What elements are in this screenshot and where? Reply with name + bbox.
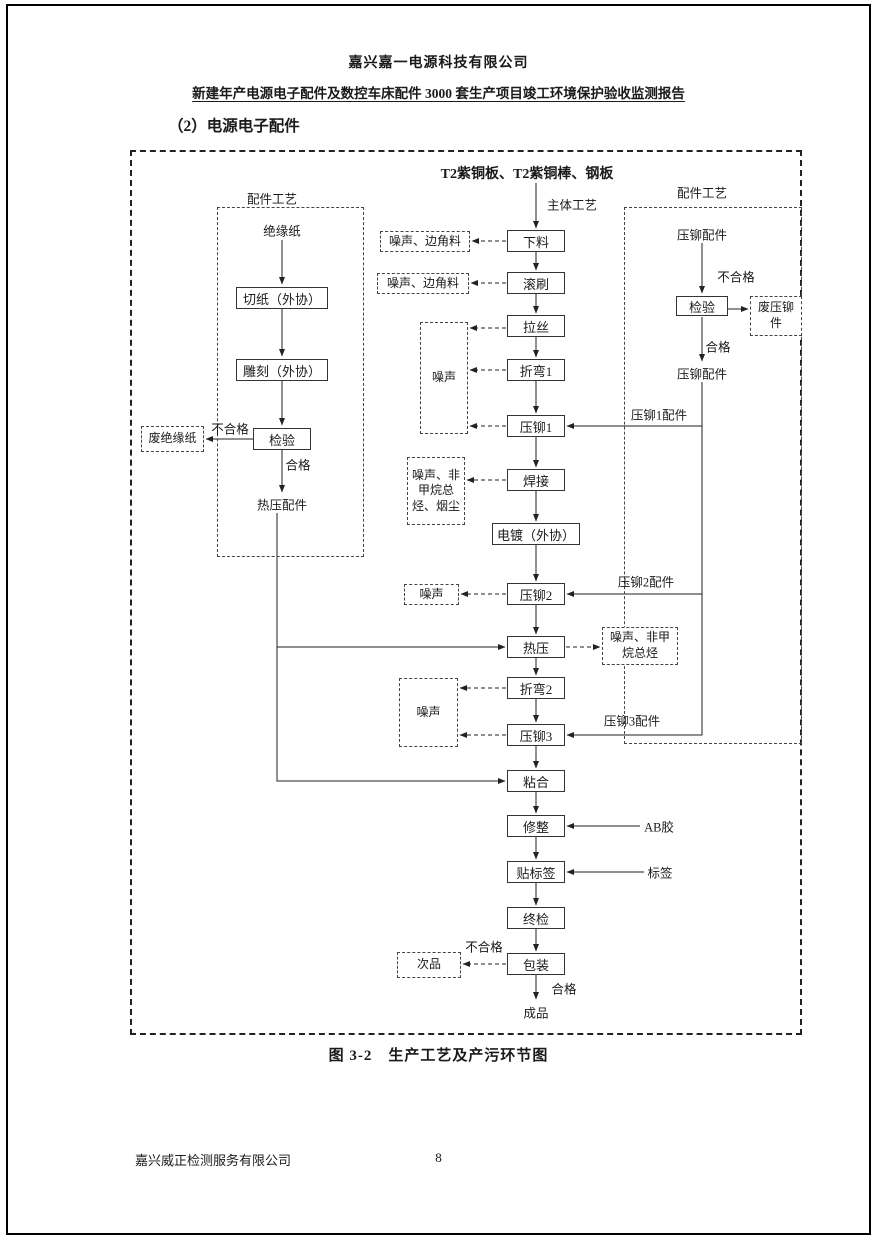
step-engraving-outsourced: 雕刻（外协） bbox=[236, 359, 328, 381]
step-paper-cutting-outsourced: 切纸（外协） bbox=[236, 287, 328, 309]
right-output-label: 压铆配件 bbox=[676, 367, 728, 382]
step-electroplating-outsourced: 电镀（外协） bbox=[492, 523, 580, 545]
rivet-feed-label-1: 压铆1配件 bbox=[630, 408, 688, 423]
connector-lines bbox=[205, 183, 749, 1000]
packaging-pass-label: 合格 bbox=[551, 982, 577, 997]
step-packaging: 包装 bbox=[507, 953, 565, 975]
final-product-label: 成品 bbox=[523, 1006, 549, 1021]
right-fail-label: 不合格 bbox=[717, 270, 755, 285]
ab-glue-input-label: AB胶 bbox=[644, 820, 674, 835]
header-company: 嘉兴嘉一电源科技有限公司 bbox=[348, 56, 529, 71]
footer-company: 嘉兴威正检测服务有限公司 bbox=[135, 1153, 292, 1168]
main-flow-label: 主体工艺 bbox=[546, 198, 598, 213]
label-input-label: 标签 bbox=[647, 866, 673, 881]
left-fail-label: 不合格 bbox=[211, 422, 249, 437]
emission-box-noise-2: 噪声 bbox=[404, 584, 459, 605]
right-branch-title: 配件工艺 bbox=[676, 186, 728, 201]
step-hot-pressing: 热压 bbox=[507, 636, 565, 658]
step-riveting-2: 压铆2 bbox=[507, 583, 565, 605]
figure-caption: 图 3-2 生产工艺及产污环节图 bbox=[328, 1048, 549, 1064]
rivet-feed-label-3: 压铆3配件 bbox=[603, 714, 661, 729]
left-branch-title: 配件工艺 bbox=[246, 192, 298, 207]
rivet-feed-label-2: 压铆2配件 bbox=[617, 575, 675, 590]
emission-box-welding-noise-nmhc-smoke: 噪声、非甲烷总烃、烟尘 bbox=[407, 457, 465, 525]
step-welding: 焊接 bbox=[507, 469, 565, 491]
step-labeling: 贴标签 bbox=[507, 861, 565, 883]
process-flow-diagram: T2紫铜板、T2紫铜棒、钢板 主体工艺 下料 滚刷 拉丝 折弯1 压铆1 焊接 … bbox=[130, 150, 802, 1035]
waste-insulation-paper-box: 废绝缘纸 bbox=[141, 426, 204, 452]
reject-product-box: 次品 bbox=[397, 952, 461, 978]
raw-material-label: T2紫铜板、T2紫铜棒、钢板 bbox=[440, 167, 614, 182]
left-output-label: 热压配件 bbox=[256, 498, 308, 513]
step-final-inspection: 终检 bbox=[507, 907, 565, 929]
step-inspection-left: 检验 bbox=[253, 428, 311, 450]
step-roller-brushing: 滚刷 bbox=[507, 272, 565, 294]
header-report-title: 新建年产电源电子配件及数控车床配件 3000 套生产项目竣工环境保护验收监测报告 bbox=[0, 82, 877, 102]
step-riveting-3: 压铆3 bbox=[507, 724, 565, 746]
left-pass-label: 合格 bbox=[285, 458, 311, 473]
emission-box-hotpress-noise-nmhc: 噪声、非甲烷总烃 bbox=[602, 627, 678, 665]
waste-rivet-parts-box: 废压铆件 bbox=[750, 296, 802, 336]
step-bending-1: 折弯1 bbox=[507, 359, 565, 381]
step-inspection-right: 检验 bbox=[676, 296, 728, 316]
emission-box-noise-1: 噪声 bbox=[420, 322, 468, 434]
right-branch-frame bbox=[624, 207, 802, 744]
step-riveting-1: 压铆1 bbox=[507, 415, 565, 437]
page-number: 8 bbox=[435, 1150, 442, 1165]
header-report-title-text: 新建年产电源电子配件及数控车床配件 3000 套生产项目竣工环境保护验收监测报告 bbox=[192, 86, 685, 101]
emission-box-brushing-noise-scrap: 噪声、边角料 bbox=[377, 273, 469, 294]
step-trimming: 修整 bbox=[507, 815, 565, 837]
step-blanking: 下料 bbox=[507, 230, 565, 252]
emission-box-blanking-noise-scrap: 噪声、边角料 bbox=[380, 231, 470, 252]
section-heading: （2）电源电子配件 bbox=[168, 118, 300, 135]
right-branch-input-label: 压铆配件 bbox=[676, 228, 728, 243]
left-branch-frame bbox=[217, 207, 364, 557]
emission-box-noise-3: 噪声 bbox=[399, 678, 458, 747]
packaging-fail-label: 不合格 bbox=[465, 940, 503, 955]
step-wire-drawing: 拉丝 bbox=[507, 315, 565, 337]
step-bonding: 粘合 bbox=[507, 770, 565, 792]
step-bending-2: 折弯2 bbox=[507, 677, 565, 699]
right-pass-label: 合格 bbox=[705, 340, 731, 355]
left-branch-input-label: 绝缘纸 bbox=[263, 224, 301, 239]
